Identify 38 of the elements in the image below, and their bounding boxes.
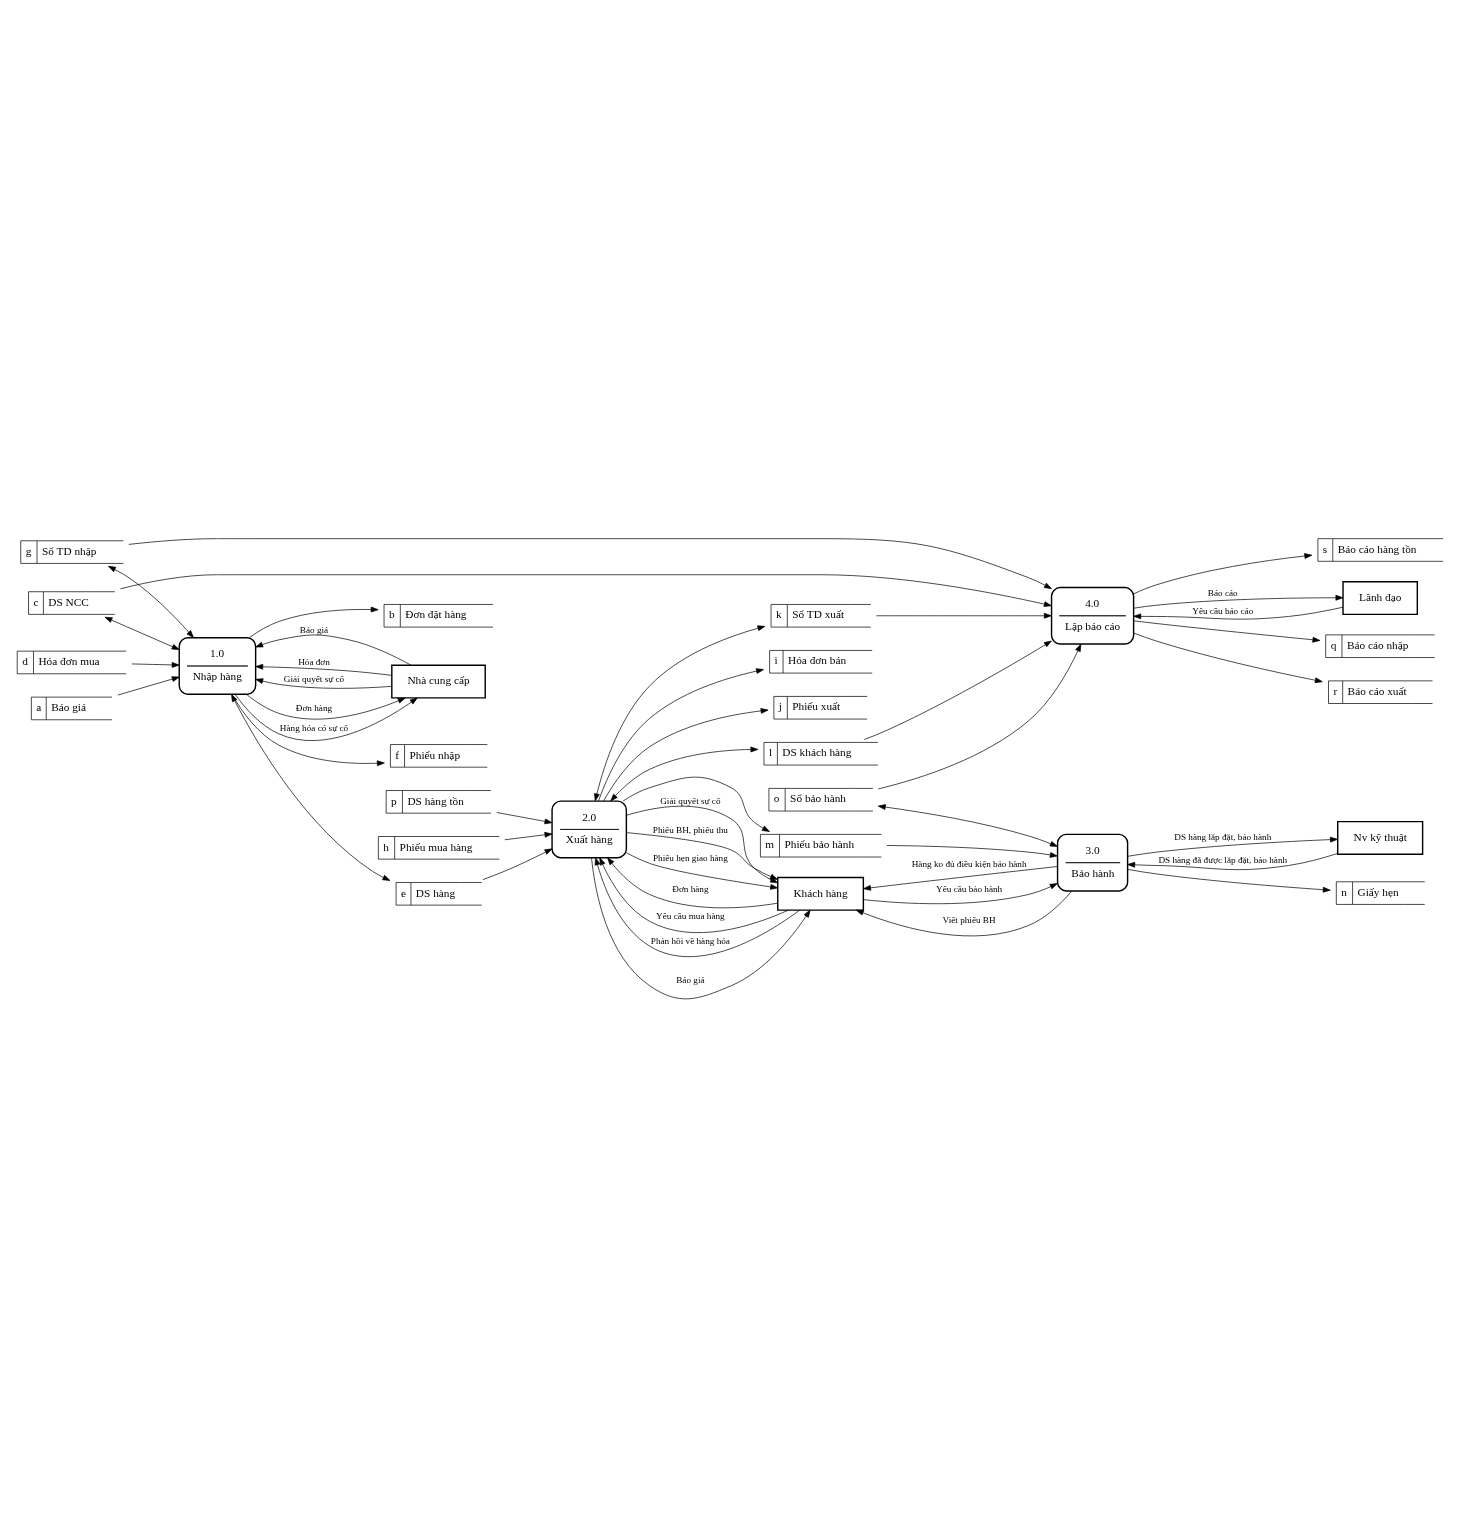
edge-label: Báo cáo [1207,588,1238,599]
edge-label: Yêu cầu báo cáo [1192,605,1254,616]
edge-label: Giải quyết sự cố [283,673,345,684]
node-text: e DS hàng [401,886,456,899]
node-text: n Giấy hẹn [1341,885,1399,898]
node-text: k Sổ TD xuất [775,608,845,621]
edge-label: Yêu cầu bảo hành [936,883,1003,894]
edge-label: Hóa đơn [298,656,330,667]
edge-label: Đơn hàng [295,702,333,713]
node-text: p DS hàng tồn [391,794,464,807]
edge-label: Hàng ko đủ điều kiện bảo hành [911,859,1027,870]
node-text: c DS NCC [33,595,89,608]
node-text: f Phiếu nhập [395,748,461,761]
node-text: s Báo cáo hàng tồn [1322,542,1417,555]
node-text: o Sổ bảo hành [773,792,846,805]
edge-label: DS hàng đã được lắp đặt, bảo hành [1158,854,1288,865]
edge-label: Giải quyết sự cố [660,796,721,807]
edge-label: Viết phiếu BH [942,915,996,926]
node-text: j Phiếu xuất [778,700,841,713]
edge-label: Báo giá [299,625,329,636]
node-text: m Phiếu bảo hành [765,838,855,851]
node-text: q Báo cáo nhập [1330,638,1409,651]
node-text: d Hóa đơn mua [22,655,100,668]
node-text: g Sổ TD nhập [25,544,97,557]
edge-label: Phản hồi về hàng hóa [650,935,730,946]
node-text: r Báo cáo xuất [1333,684,1407,697]
node-text: b Đơn đặt hàng [389,608,467,621]
edge-label: DS hàng lắp đặt, bảo hành [1174,831,1272,842]
edge-label: Hàng hóa có sự cố [279,723,349,734]
node-text: i Hóa đơn bán [774,654,847,667]
node-text: l DS khách hàng [768,746,852,759]
node-text: a Báo giá [36,701,86,714]
edge-label: Yêu cầu mua hàng [656,910,725,921]
edge-label: Đơn hàng [672,883,709,894]
edge-label: Phiếu BH, phiếu thu [652,825,728,836]
node-text: h Phiếu mua hàng [383,840,473,853]
edge-label: Báo giá [676,975,705,986]
edge-label: Phiếu hẹn giao hàng [653,852,728,863]
